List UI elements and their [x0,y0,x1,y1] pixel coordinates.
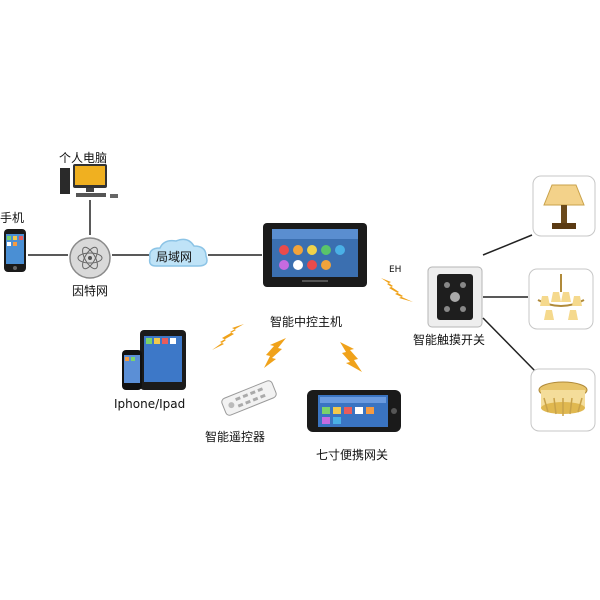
touch-switch-icon [427,266,483,328]
touch-switch-label: 智能触摸开关 [413,333,486,347]
controller-node [262,222,368,288]
signal-tag: EH [389,265,402,275]
pc-node [58,162,124,204]
remote-icon [221,380,277,416]
internet-node [68,236,112,280]
lan-label: 局域网 [156,250,193,264]
gateway-node [306,388,402,434]
globe-icon [69,237,111,279]
pc-label: 个人电脑 [59,151,108,165]
tablet-icon [122,330,186,390]
gateway-label: 七寸便携网关 [316,448,389,462]
chandelier-node [528,268,594,330]
table-lamp-node [532,175,596,237]
ceiling-lamp-icon [530,368,596,432]
signal-bolt-eh [381,278,413,302]
internet-label: 因特网 [72,284,109,298]
lan-node [146,236,210,274]
iphone-ipad-label: Iphone/Ipad [114,397,186,411]
touch-switch-node [427,266,483,328]
phone-node [3,228,27,273]
phone-label: 手机 [0,211,25,225]
signal-bolt-remote [264,338,286,368]
cloud-icon [148,238,208,267]
signal-bolt-ipad [212,324,244,350]
controller-label: 智能中控主机 [270,315,343,329]
remote-node [218,375,280,421]
ceiling-lamp-node [530,368,596,432]
iphone-ipad-node [120,328,188,394]
remote-label: 智能遥控器 [205,430,266,444]
gateway-icon [307,390,401,432]
controller-icon [263,223,367,287]
chandelier-icon [528,268,594,330]
signal-bolt-gateway [340,342,362,372]
phone-icon [4,229,26,272]
pc-icon [60,164,118,198]
table-lamp-icon [532,175,596,237]
